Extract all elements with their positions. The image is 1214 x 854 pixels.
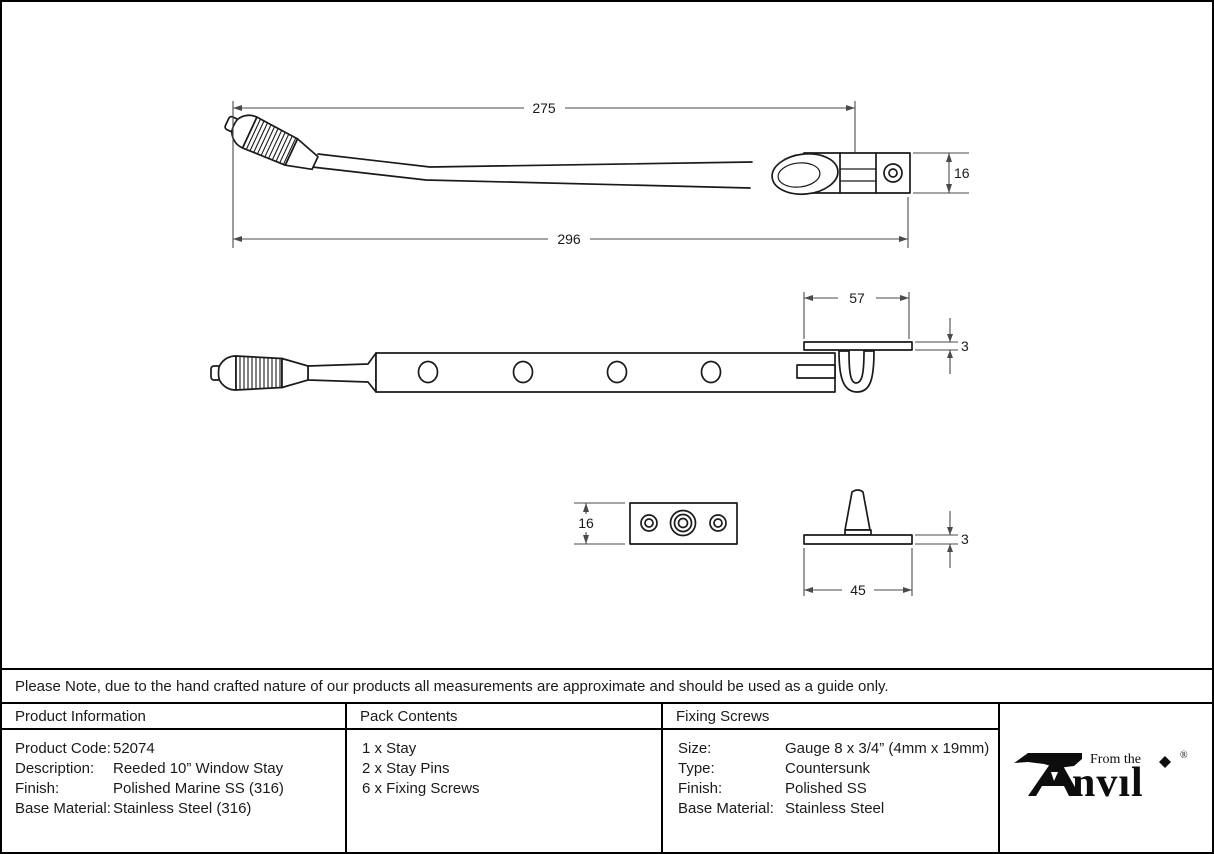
stay-hole [512, 360, 534, 384]
pin-plate-view [629, 502, 738, 545]
header-product-information: Product Information [2, 704, 347, 730]
pack-item: 1 x Stay [362, 740, 417, 757]
pin-cone [844, 489, 871, 531]
dim-label-pin-length: 45 [850, 582, 866, 598]
dim-label-overall-length: 296 [557, 231, 581, 247]
registered-mark: ® [1180, 750, 1188, 761]
dim-label-plate-thickness: 3 [961, 338, 969, 354]
dim-57: 57 [803, 290, 910, 339]
fixing-screws-cell: Size: Gauge 8 x 3/4” (4mm x 19mm) Type: … [663, 730, 1000, 852]
dim-label-bracket-height: 16 [954, 165, 970, 181]
row-label: Size: [678, 740, 712, 757]
row-value: Countersunk [785, 760, 871, 777]
measurement-note: Please Note, due to the hand crafted nat… [15, 677, 889, 695]
pack-contents-cell: 1 x Stay 2 x Stay Pins 6 x Fixing Screws [347, 730, 663, 852]
row-label: Description: [15, 760, 95, 777]
dim-label-plate-length: 57 [849, 290, 865, 306]
product-information-cell: Product Code: 52074 Description: Reeded … [2, 730, 347, 852]
stay-hole [417, 360, 439, 384]
reeded-handle-side [219, 105, 324, 180]
stay-plan-view [210, 341, 913, 393]
keeper-plate [803, 341, 913, 351]
row-value: Stainless Steel [785, 800, 885, 817]
keeper-hook [838, 350, 875, 393]
brand-wordmark: nvıl [1072, 760, 1144, 804]
stay-side-view [219, 105, 911, 196]
row-value: Reeded 10” Window Stay [113, 760, 284, 777]
anvil-icon [1014, 753, 1082, 796]
row-label: Base Material: [15, 800, 111, 817]
dim-label-pin-thickness: 3 [961, 531, 969, 547]
row-label: Base Material: [678, 800, 774, 817]
technical-drawing: 275 296 16 [210, 100, 970, 598]
pin-base-plate [803, 534, 913, 545]
row-label: Type: [678, 760, 715, 777]
diamond-i-dot-icon [1159, 756, 1171, 768]
header-fixing-screws: Fixing Screws [663, 704, 1000, 730]
row-value: Polished SS [785, 780, 867, 797]
stay-hole [700, 360, 722, 384]
dim-3-keeper-plate: 3 [915, 318, 969, 374]
dim-16-pin-plate: 16 [574, 502, 625, 545]
row-value: Polished Marine SS (316) [113, 780, 284, 797]
stay-bar [375, 352, 836, 393]
dim-275: 275 [232, 100, 856, 248]
from-the-anvil-logo: nvıl From the ® [1014, 750, 1188, 804]
pack-item: 2 x Stay Pins [362, 760, 450, 777]
row-label: Finish: [15, 780, 60, 797]
stay-pin-view [803, 489, 913, 545]
row-label: Product Code: [15, 740, 111, 757]
row-value: 52074 [113, 740, 155, 757]
reeded-handle-plan [210, 355, 309, 391]
brand-logo-cell: nvıl From the ® [1000, 704, 1212, 852]
dim-45: 45 [803, 548, 913, 598]
header-pack-contents: Pack Contents [347, 704, 663, 730]
brand-tagline: From the [1090, 752, 1141, 767]
info-table: Product Information Pack Contents Fixing… [2, 702, 1212, 852]
stay-end-slot [796, 364, 836, 379]
dim-16-bracket: 16 [913, 152, 970, 194]
dim-label-open-length: 275 [532, 100, 556, 116]
pivot-spoon [771, 152, 839, 196]
note-row: Please Note, due to the hand crafted nat… [2, 668, 1212, 702]
pack-item: 6 x Fixing Screws [362, 780, 480, 797]
row-value: Gauge 8 x 3/4” (4mm x 19mm) [785, 740, 990, 757]
dim-296: 296 [233, 197, 909, 248]
row-value: Stainless Steel (316) [113, 800, 252, 817]
dim-label-pin-plate-height: 16 [578, 515, 594, 531]
dim-3-pin: 3 [915, 511, 969, 568]
row-label: Finish: [678, 780, 723, 797]
stay-hole [606, 360, 628, 384]
